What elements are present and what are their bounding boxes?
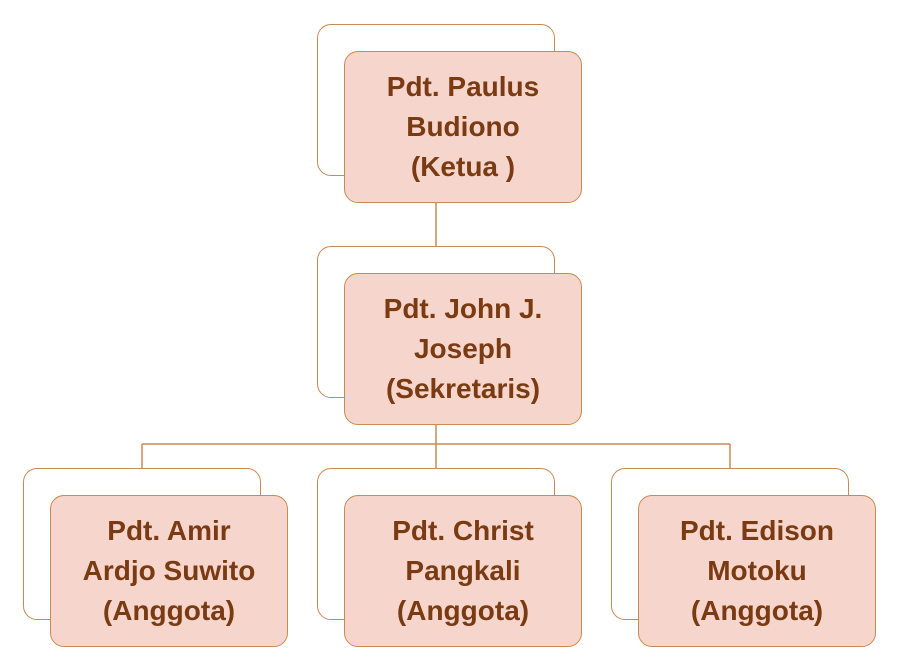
node-secretary-name-line-1: Pdt. John J. (383, 293, 543, 324)
node-chair-role: (Ketua ) (410, 151, 516, 182)
node-chair-name-line-1: Pdt. Paulus (386, 71, 540, 102)
node-member-2-role: (Anggota) (396, 595, 530, 626)
node-secretary-role: (Sekretaris) (385, 373, 541, 404)
node-member-1-name-line-1: Pdt. Amir (107, 515, 231, 546)
node-secretary-name-line-2: Joseph (413, 333, 513, 364)
node-member-2-name-line-1: Pdt. Christ (392, 515, 534, 546)
node-member-1-box: Pdt. Amir Ardjo Suwito (Anggota) (50, 495, 288, 647)
node-member-2: Pdt. Christ Pangkali (Anggota) (317, 468, 582, 647)
node-chair: Pdt. Paulus Budiono (Ketua ) (317, 24, 582, 203)
node-member-3-box: Pdt. Edison Motoku (Anggota) (638, 495, 876, 647)
node-secretary: Pdt. John J. Joseph (Sekretaris) (317, 246, 582, 425)
node-member-2-box: Pdt. Christ Pangkali (Anggota) (344, 495, 582, 647)
node-chair-box: Pdt. Paulus Budiono (Ketua ) (344, 51, 582, 203)
node-member-3-role: (Anggota) (690, 595, 824, 626)
node-member-3: Pdt. Edison Motoku (Anggota) (611, 468, 876, 647)
node-member-2-name-line-2: Pangkali (405, 555, 521, 586)
node-member-1-name-line-2: Ardjo Suwito (82, 555, 256, 586)
node-member-3-name-line-1: Pdt. Edison (680, 515, 834, 546)
node-member-1: Pdt. Amir Ardjo Suwito (Anggota) (23, 468, 288, 647)
node-member-3-name-line-2: Motoku (707, 555, 807, 586)
node-secretary-box: Pdt. John J. Joseph (Sekretaris) (344, 273, 582, 425)
node-member-1-role: (Anggota) (102, 595, 236, 626)
node-chair-name-line-2: Budiono (406, 111, 520, 142)
